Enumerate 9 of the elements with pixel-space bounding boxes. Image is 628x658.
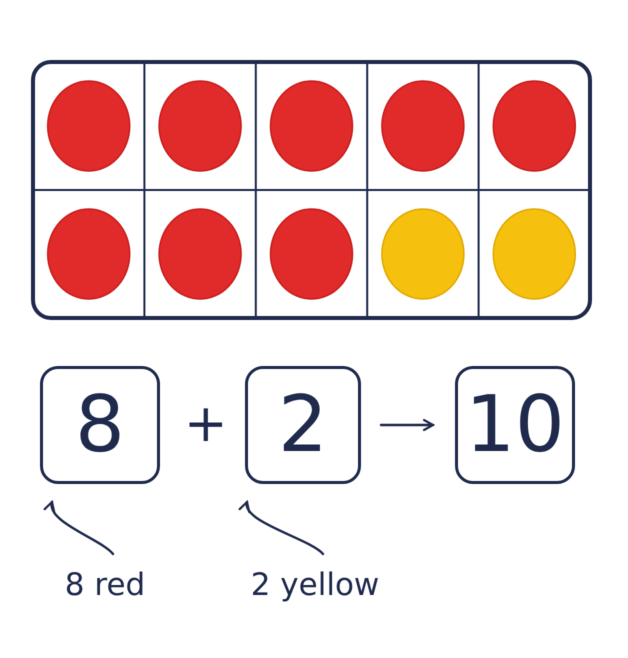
caption-text: 8 red (40, 562, 170, 608)
arrow (45, 500, 114, 556)
number-box: 8 (40, 366, 160, 484)
arrow (380, 418, 434, 432)
number-box: 10 (455, 366, 575, 484)
number-box: 2 (245, 366, 361, 484)
plus-sign: + (184, 398, 228, 450)
caption-text: 2 yellow (235, 562, 395, 608)
arrow (240, 500, 324, 556)
